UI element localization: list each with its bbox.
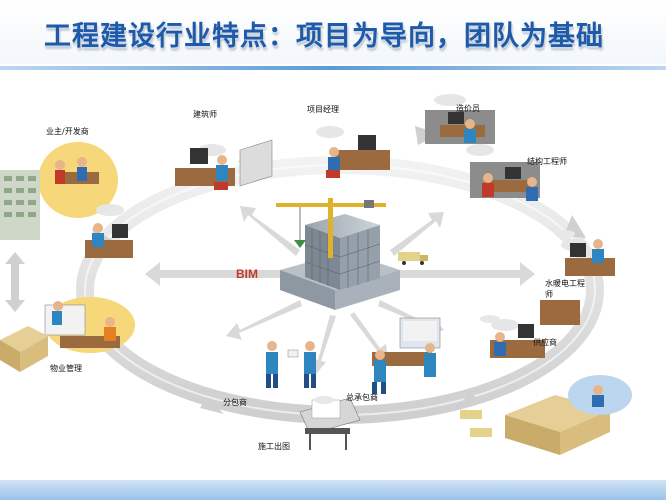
label-cost-engineer: 造价员 xyxy=(456,104,480,113)
property-management-scene-icon xyxy=(44,297,135,353)
center-building-icon xyxy=(276,198,428,310)
arrow-upright xyxy=(390,212,444,256)
arrow-downleft xyxy=(226,300,302,340)
supplier-scene-icon xyxy=(490,300,580,358)
houses-icon xyxy=(0,326,48,372)
plotter-icon xyxy=(299,397,361,450)
slide-title: 工程建设行业特点：项目为导向，团队为基础 xyxy=(44,21,604,52)
label-mep-engineer-line1: 水暖电工程 xyxy=(545,279,585,288)
speech-bubbles xyxy=(102,208,575,404)
ring-arrow-3 xyxy=(455,392,480,410)
label-owner: 业主/开发商 xyxy=(46,127,89,136)
label-general-contractor: 总承包商 xyxy=(346,393,378,402)
footer-bar xyxy=(0,480,666,500)
title-underline xyxy=(0,66,666,70)
ring-arrow-4 xyxy=(200,397,224,414)
label-subcontractor: 分包商 xyxy=(223,398,247,407)
cost-engineer-scene-icon xyxy=(425,94,495,144)
label-construction-drawing: 施工出图 xyxy=(258,442,290,451)
arrow-right xyxy=(390,262,535,286)
vertical-double-arrow xyxy=(5,252,25,312)
architect-scene-icon xyxy=(175,139,273,190)
arrow-upleft xyxy=(240,206,300,256)
structural-engineer-scene-icon xyxy=(466,144,540,201)
label-supplier: 供应商 xyxy=(533,338,557,347)
radial-arrows xyxy=(145,206,535,374)
title-bar: 工程建设行业特点：项目为导向，团队为基础 xyxy=(0,0,666,64)
label-mep-engineer-line2: 师 xyxy=(545,290,553,299)
label-project-manager: 项目经理 xyxy=(307,105,339,114)
arrow-down xyxy=(311,315,336,374)
arrow-down2 xyxy=(350,312,388,360)
bim-label: BIM xyxy=(236,267,258,281)
mep-engineer-scene-icon xyxy=(561,239,615,276)
arrow-left xyxy=(145,262,300,286)
warehouse-icon xyxy=(460,375,632,455)
label-property-management: 物业管理 xyxy=(50,364,82,373)
general-contractor-scene-icon xyxy=(372,317,441,394)
label-structural-engineer: 结构工程师 xyxy=(527,157,567,166)
owner-scene-icon xyxy=(0,142,118,240)
project-manager-scene-icon xyxy=(316,126,390,178)
subcontractor-workers-icon xyxy=(266,341,316,388)
label-architect: 建筑师 xyxy=(193,110,217,119)
